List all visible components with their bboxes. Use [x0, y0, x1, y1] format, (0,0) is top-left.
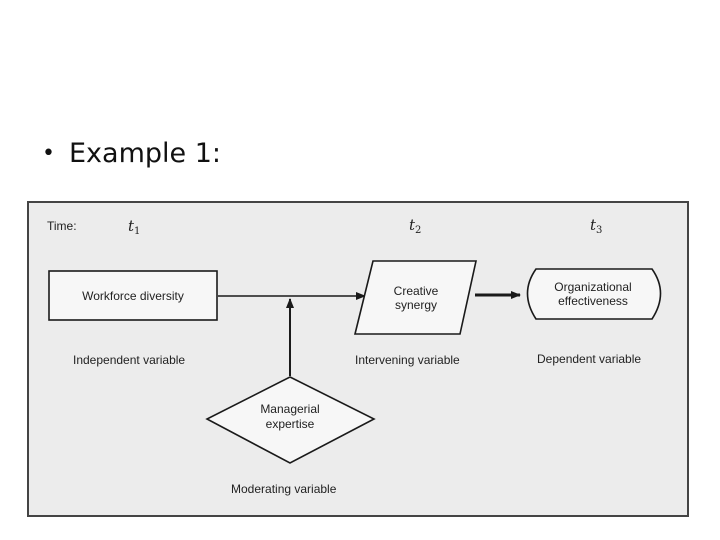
intervening-label-line1: Creative [394, 284, 439, 298]
dependent-box [526, 268, 662, 320]
independent-label: Workforce diversity [82, 289, 184, 303]
independent-caption: Independent variable [73, 353, 185, 367]
moderating-label-line1: Managerial [260, 402, 319, 416]
time-label: Time: [47, 219, 77, 233]
moderating-caption: Moderating variable [231, 482, 337, 496]
intervening-label-line2: synergy [395, 298, 437, 312]
intervening-box [353, 260, 477, 335]
svg-text:t: t [409, 216, 416, 234]
node-intervening: Creative synergy [353, 260, 477, 335]
dependent-caption: Dependent variable [537, 352, 641, 366]
node-dependent: Organizational effectiveness [526, 268, 662, 320]
svg-text:1: 1 [134, 226, 140, 237]
svg-text:3: 3 [596, 225, 602, 236]
dependent-label-line1: Organizational [554, 280, 631, 294]
svg-text:t: t [590, 216, 597, 234]
bullet-dot-icon: • [42, 140, 55, 166]
bullet-item: • Example 1: [42, 133, 221, 173]
time-t3: t 3 [590, 216, 602, 236]
time-t1: t 1 [128, 217, 140, 237]
svg-text:2: 2 [415, 225, 421, 236]
intervening-caption: Intervening variable [355, 353, 460, 367]
dependent-label-line2: effectiveness [558, 294, 628, 308]
time-t2: t 2 [409, 216, 421, 236]
diagram-canvas: Time: t 1 t 2 t 3 Workforce diversity In… [47, 216, 662, 496]
svg-text:t: t [128, 217, 135, 235]
node-moderating: Managerial expertise [205, 376, 376, 464]
node-independent: Workforce diversity [48, 270, 218, 321]
bullet-text: Example 1: [68, 137, 221, 169]
independent-box [48, 270, 218, 321]
moderating-diamond [205, 376, 376, 464]
moderating-label-line2: expertise [266, 417, 315, 431]
diagram-figure: Time: t 1 t 2 t 3 Workforce diversity In… [27, 201, 689, 517]
